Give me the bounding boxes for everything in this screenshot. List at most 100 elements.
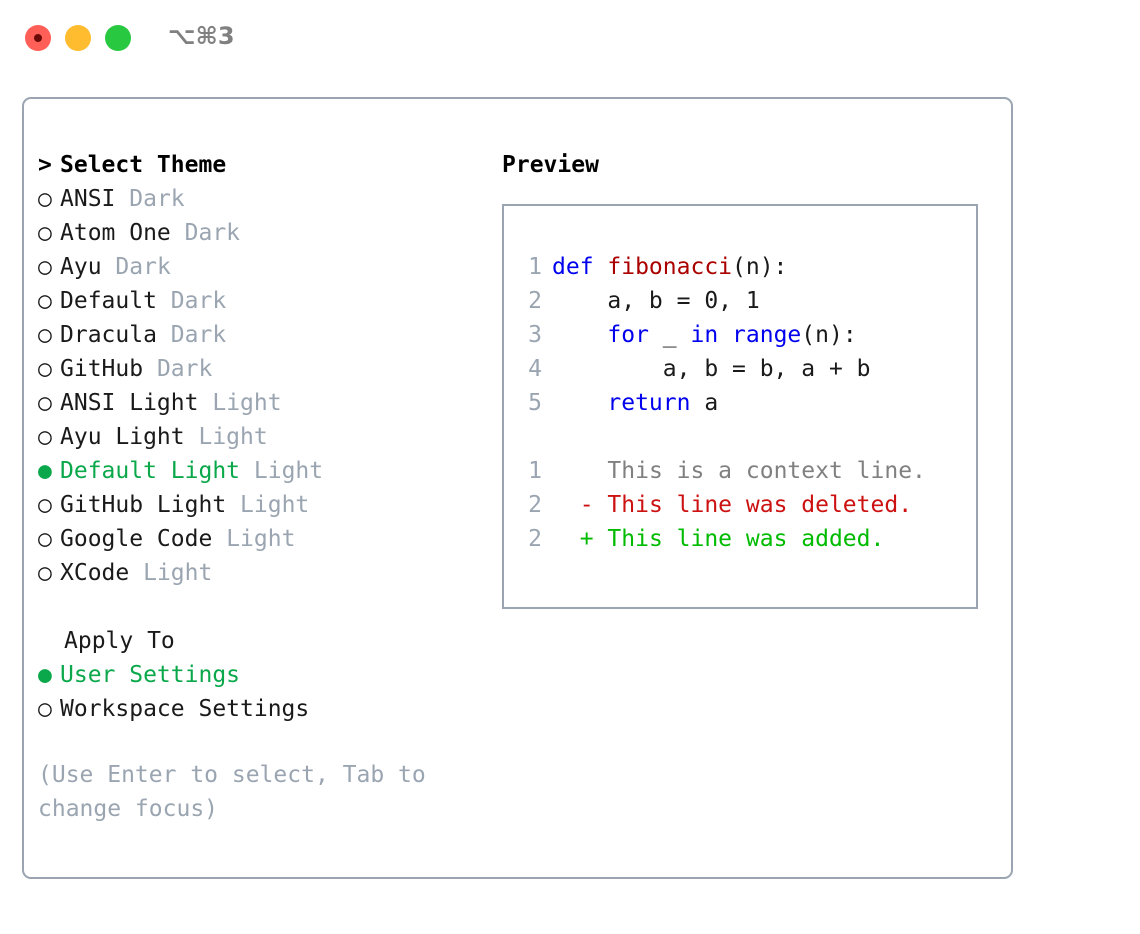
- code-line: 5 return a: [504, 386, 976, 420]
- theme-option-name: ANSI: [60, 186, 116, 212]
- code-token: def: [552, 254, 608, 280]
- list-spacer: [38, 590, 478, 624]
- diff-text: This line was added.: [593, 526, 885, 552]
- theme-variant-badge: Light: [198, 424, 268, 450]
- code-line-number: 4: [528, 356, 542, 382]
- theme-option-row[interactable]: ○ Ayu Dark: [38, 250, 478, 284]
- theme-option-name: XCode: [60, 560, 130, 586]
- code-token: a: [704, 390, 719, 416]
- diff-sign: +: [579, 526, 594, 552]
- code-token: _: [662, 322, 691, 348]
- code-token: (n):: [801, 322, 857, 348]
- code-line: 4 a, b = b, a + b: [504, 352, 976, 386]
- theme-variant-badge: Dark: [170, 322, 227, 348]
- code-token: range: [732, 322, 802, 348]
- preview-gap: [504, 420, 976, 454]
- diff-text: This line was deleted.: [593, 492, 913, 518]
- radio-unselected-icon: ○: [38, 492, 52, 518]
- theme-option-name: Atom One: [60, 220, 171, 246]
- theme-option-row[interactable]: ○ Ayu Light Light: [38, 420, 478, 454]
- theme-option-row[interactable]: ○Default Dark: [38, 284, 478, 318]
- code-token: a, b = 0, 1: [607, 288, 760, 314]
- theme-variant-badge: Light: [240, 492, 310, 518]
- theme-option-row[interactable]: ○ Google Code Light: [38, 522, 478, 556]
- theme-variant-badge: Dark: [184, 220, 241, 246]
- radio-unselected-icon: ○: [38, 254, 52, 280]
- apply-to-option-row[interactable]: ● User Settings: [38, 658, 478, 692]
- diff-line: 2 + This line was added.: [504, 522, 976, 556]
- radio-unselected-icon: ○: [38, 220, 52, 246]
- theme-option-row[interactable]: ● Default Light Light: [38, 454, 478, 488]
- radio-unselected-icon: ○: [38, 288, 52, 314]
- radio-unselected-icon: ○: [38, 526, 52, 552]
- theme-variant-badge: Light: [253, 458, 324, 484]
- theme-option-name: Ayu Light: [60, 424, 185, 450]
- theme-option-name: Default: [60, 288, 157, 314]
- preview-title: Preview: [502, 152, 599, 178]
- radio-unselected-icon: ○: [38, 356, 52, 382]
- radio-unselected-icon: ○: [38, 560, 52, 586]
- code-token: (n):: [732, 254, 788, 280]
- theme-option-row[interactable]: ○ GitHub Dark: [38, 352, 478, 386]
- theme-variant-badge: Dark: [156, 356, 213, 382]
- code-token: in: [690, 322, 733, 348]
- radio-unselected-icon: ○: [38, 424, 52, 450]
- radio-selected-icon: ●: [38, 662, 52, 688]
- maximize-button[interactable]: [105, 25, 131, 51]
- code-token: fibonacci: [607, 254, 733, 280]
- code-line: 3 for _ in range(n):: [504, 318, 976, 352]
- theme-variant-badge: Dark: [129, 186, 185, 212]
- theme-option-name: ANSI Light: [60, 390, 199, 416]
- code-line-number: 5: [528, 390, 542, 416]
- radio-unselected-icon: ○: [38, 322, 52, 348]
- diff-sign: -: [579, 492, 594, 518]
- code-token: return: [607, 390, 705, 416]
- diff-line-number: 2: [528, 526, 542, 552]
- theme-option-row[interactable]: ○XCode Light: [38, 556, 478, 590]
- theme-option-name: GitHub: [60, 356, 144, 382]
- theme-option-name: Ayu: [60, 254, 102, 280]
- diff-line-number: 2: [528, 492, 542, 518]
- code-line-number: 2: [528, 288, 542, 314]
- radio-unselected-icon: ○: [38, 390, 52, 416]
- radio-unselected-icon: ○: [38, 696, 52, 722]
- diff-text: This is a context line.: [593, 458, 926, 484]
- close-button[interactable]: [25, 25, 51, 51]
- diff-line: 2 - This line was deleted.: [504, 488, 976, 522]
- theme-variant-badge: Light: [226, 526, 296, 552]
- theme-list-column: >Select Theme ○ANSI Dark○Atom One Dark○A…: [38, 148, 478, 826]
- theme-option-row[interactable]: ○GitHub Light Light: [38, 488, 478, 522]
- keyboard-shortcut-label: ⌥⌘3: [168, 22, 235, 50]
- theme-option-name: Default Light: [60, 458, 241, 484]
- code-token: a, b = b, a + b: [662, 356, 871, 382]
- theme-variant-badge: Light: [212, 390, 282, 416]
- theme-option-row[interactable]: ○ ANSI Light Light: [38, 386, 478, 420]
- theme-selector-panel: >Select Theme ○ANSI Dark○Atom One Dark○A…: [22, 97, 1013, 879]
- diff-sample: 1 This is a context line. 2 - This line w…: [504, 454, 976, 556]
- apply-to-option-row[interactable]: ○ Workspace Settings: [38, 692, 478, 726]
- minimize-button[interactable]: [65, 25, 91, 51]
- keyboard-hint-text: (Use Enter to select, Tab to change focu…: [38, 762, 426, 822]
- theme-option-row[interactable]: ○ANSI Dark: [38, 182, 478, 216]
- diff-line-number: 1: [528, 458, 542, 484]
- theme-option-row[interactable]: ○ Dracula Dark: [38, 318, 478, 352]
- code-token: for: [607, 322, 663, 348]
- prompt-caret-icon: >: [38, 152, 52, 178]
- apply-to-option-name: Workspace Settings: [60, 696, 310, 722]
- theme-options-list: ○ANSI Dark○Atom One Dark○Ayu Dark○Defaul…: [38, 182, 478, 590]
- code-line: 2 a, b = 0, 1: [504, 284, 976, 318]
- theme-option-name: Dracula: [60, 322, 157, 348]
- theme-variant-badge: Dark: [115, 254, 171, 280]
- theme-option-name: Google Code: [60, 526, 213, 552]
- radio-selected-icon: ●: [38, 458, 52, 484]
- select-theme-header: > Select Theme: [38, 148, 478, 182]
- apply-to-option-name: User Settings: [60, 662, 241, 688]
- theme-option-row[interactable]: ○ Atom One Dark: [38, 216, 478, 250]
- apply-to-label: Apply To: [64, 628, 175, 654]
- code-line-number: 3: [528, 322, 542, 348]
- select-theme-title: Select Theme: [60, 152, 227, 178]
